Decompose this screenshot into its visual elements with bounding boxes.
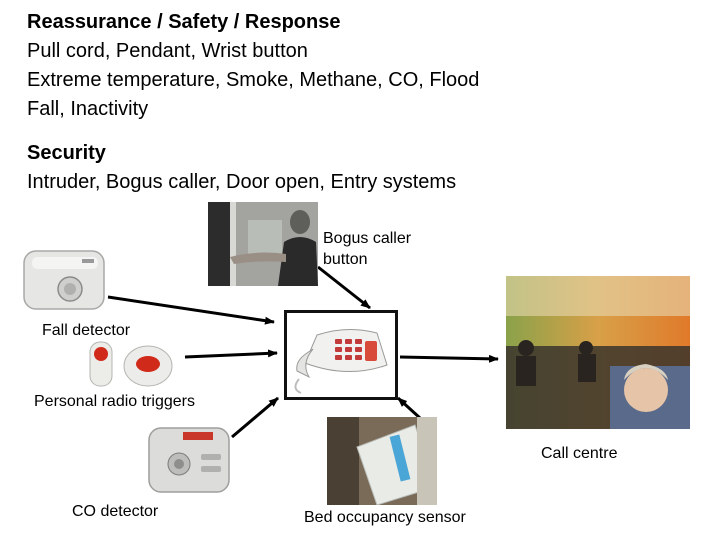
- bed-occupancy-sensor-label: Bed occupancy sensor: [304, 509, 466, 526]
- security-title: Security: [27, 142, 106, 164]
- heading-line-sensors: Extreme temperature, Smoke, Methane, CO,…: [27, 69, 480, 91]
- bed-occupancy-sensor-image: [327, 417, 437, 505]
- bogus-caller-photo: [208, 202, 318, 286]
- heading-title: Reassurance / Safety / Response: [27, 11, 341, 33]
- bogus-caller-label-line1: Bogus caller: [323, 230, 412, 247]
- personal-radio-triggers-label: Personal radio triggers: [34, 393, 195, 410]
- heading-line-fall: Fall, Inactivity: [27, 98, 149, 120]
- fall-detector-label: Fall detector: [42, 322, 131, 339]
- alarm-telephone-unit: [284, 310, 398, 400]
- call-centre-label: Call centre: [541, 445, 618, 462]
- arrow-to-call-centre: [399, 354, 499, 363]
- fall-detector-image: [22, 247, 106, 313]
- arrow-bogus-caller: [317, 265, 371, 310]
- arrow-bed-sensor: [396, 396, 422, 420]
- co-detector-image: [143, 422, 235, 498]
- bogus-caller-label-line2: button: [323, 251, 368, 268]
- personal-radio-triggers-image: [88, 338, 184, 390]
- arrow-co-detector: [231, 396, 279, 439]
- co-detector-label: CO detector: [72, 503, 159, 520]
- arrow-fall-detector: [107, 295, 275, 325]
- heading-line-pull-cord: Pull cord, Pendant, Wrist button: [27, 40, 308, 62]
- security-items: Intruder, Bogus caller, Door open, Entry…: [27, 171, 457, 193]
- arrow-radio-triggers: [184, 349, 278, 359]
- call-centre-photo: [506, 276, 690, 429]
